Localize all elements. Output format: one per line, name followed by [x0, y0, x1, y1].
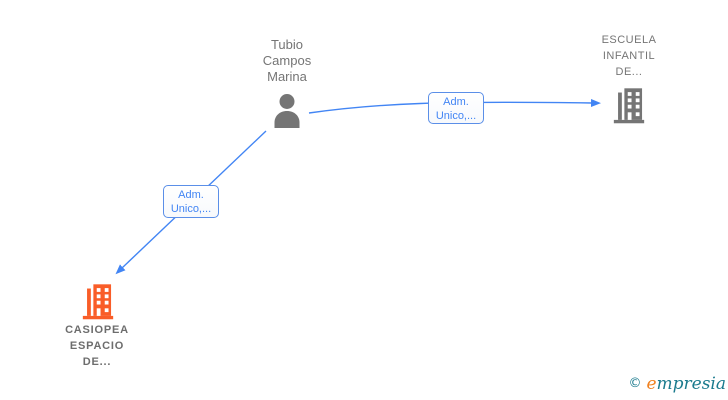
node-label-line: ESPACIO	[69, 340, 125, 352]
brand-wordmark: empresia	[646, 374, 726, 394]
edge-label-adm-unico-right[interactable]: Adm. Unico,...	[428, 92, 484, 124]
person-icon[interactable]	[271, 93, 303, 128]
node-label-line: INFANTIL	[602, 50, 656, 62]
node-label-line: CASIOPEA	[65, 324, 129, 336]
node-label-line: Tubio	[270, 37, 304, 52]
node-label-line: Marina	[267, 69, 307, 84]
node-label-line: ESCUELA	[601, 34, 657, 46]
brand-initial: e	[646, 374, 657, 394]
node-label-line: DE...	[82, 356, 112, 368]
edge-label-adm-unico-left[interactable]: Adm. Unico,...	[163, 185, 219, 218]
node-label-escuela-infantil[interactable]: ESCUELA INFANTIL DE...	[569, 32, 689, 80]
building-icon-highlighted[interactable]	[82, 284, 114, 320]
edge-label-line: Unico,...	[435, 110, 477, 122]
node-label-casiopea-espacio[interactable]: CASIOPEA ESPACIO DE...	[33, 322, 161, 370]
node-label-tubio-campos-marina[interactable]: Tubio Campos Marina	[223, 37, 351, 85]
building-icon[interactable]	[613, 88, 645, 124]
edge-label-line: Unico,...	[170, 203, 212, 215]
edge-label-line: Adm.	[178, 189, 204, 201]
edge-person-to-escuela	[308, 98, 601, 114]
edge-label-line: Adm.	[443, 96, 469, 108]
copyright-icon: ©	[628, 376, 642, 391]
node-label-line: Campos	[262, 53, 312, 68]
brand-rest: mpresia	[656, 374, 727, 394]
empresia-logo[interactable]: © empresia	[628, 374, 726, 394]
node-label-line: DE...	[615, 66, 643, 78]
